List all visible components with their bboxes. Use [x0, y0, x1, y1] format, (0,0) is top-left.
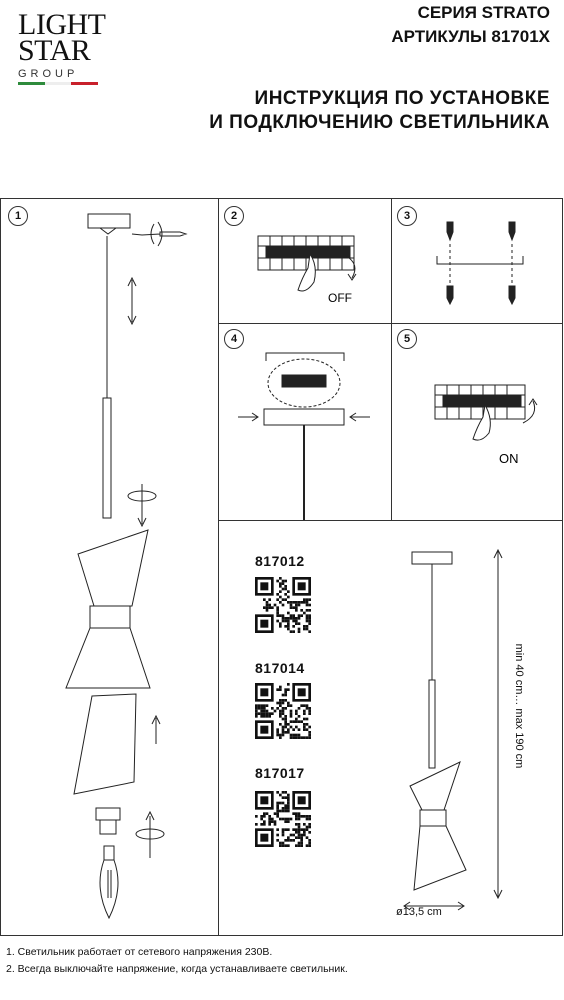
step-5-terminal-on-illustration: ON: [434, 384, 538, 466]
qr-code-3: [255, 791, 311, 847]
diameter-dimension-label: ø13,5 cm: [396, 906, 442, 918]
step-3-badge: 3: [397, 206, 417, 226]
divider-vertical-main: [218, 198, 219, 936]
note-1: 1. Светильник работает от сетевого напря…: [6, 946, 273, 958]
qr-code-2: [255, 683, 311, 739]
qr-code-1: [255, 577, 311, 633]
instruction-title-line-2: И ПОДКЛЮЧЕНИЮ СВЕТИЛЬНИКА: [209, 112, 550, 133]
step-1-badge: 1: [8, 206, 28, 226]
step-4-badge: 4: [224, 329, 244, 349]
step-2-badge: 2: [224, 206, 244, 226]
logo-line-1: LIGHT: [18, 8, 106, 41]
brand-logo: LIGHT STAR GROUP: [18, 8, 106, 85]
divider-horizontal-2: [218, 520, 563, 521]
divider-horizontal-1: [218, 323, 563, 324]
divider-vertical-right: [391, 198, 392, 520]
note-2: 2. Всегда выключайте напряжение, когда у…: [6, 963, 348, 975]
notes: 1. Светильник работает от сетевого напря…: [6, 944, 348, 978]
step-2-terminal-off-illustration: OFF: [257, 235, 357, 305]
model-code-2: 817014: [255, 660, 305, 676]
label-on: ON: [499, 451, 519, 466]
step-4-canopy-wiring-illustration: [238, 352, 370, 520]
series-title: СЕРИЯ STRATO: [417, 3, 550, 22]
step-3-mount-screws-illustration: [436, 221, 524, 306]
instruction-frame: [0, 198, 563, 936]
dimension-drawing: [403, 548, 503, 911]
step-5-badge: 5: [397, 329, 417, 349]
instruction-title-line-1: ИНСТРУКЦИЯ ПО УСТАНОВКЕ: [254, 88, 550, 109]
model-code-1: 817012: [255, 553, 305, 569]
logo-line-2: STAR: [18, 34, 91, 67]
italian-flag-stripe: [18, 82, 99, 85]
label-off: OFF: [328, 291, 352, 305]
logo-line-3: GROUP: [18, 68, 79, 80]
model-code-3: 817017: [255, 765, 305, 781]
articles-title: АРТИКУЛЫ 81701X: [391, 27, 550, 46]
step-1-lamp-assembly-illustration: [65, 213, 188, 920]
height-dimension-label: min 40 cm… max 190 cm: [513, 643, 525, 769]
